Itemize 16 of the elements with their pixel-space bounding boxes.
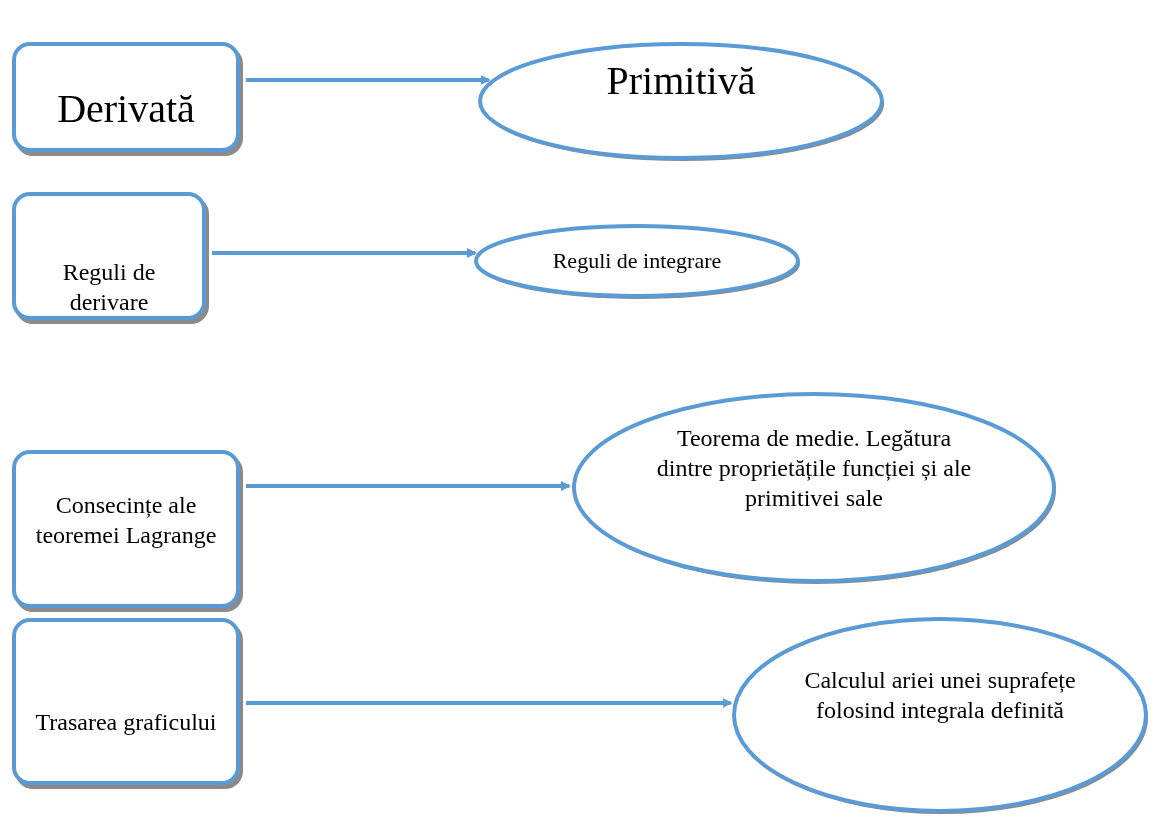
node-text: Consecințe ale teoremei Lagrange <box>34 491 218 550</box>
node-text: Calculul ariei unei suprafețe folosind integrala definită <box>803 666 1077 725</box>
node-text: Derivată <box>56 85 196 133</box>
ellipse-node <box>472 222 802 300</box>
ellipse-node <box>570 390 1058 585</box>
node-text: Teorema de medie. Legătura dintre proprietățile funcției și ale primitivei sale <box>655 423 973 513</box>
node-text: Trasarea graficului <box>34 708 218 737</box>
arrow <box>246 698 733 708</box>
arrow <box>212 248 478 258</box>
node-text: Reguli de integrare <box>551 247 723 275</box>
arrow <box>246 75 491 85</box>
arrow <box>246 481 572 491</box>
ellipse-node <box>476 40 886 162</box>
node-text: Reguli de derivare <box>61 258 157 317</box>
ellipse-node <box>730 615 1150 815</box>
node-text: Primitivă <box>605 57 757 105</box>
